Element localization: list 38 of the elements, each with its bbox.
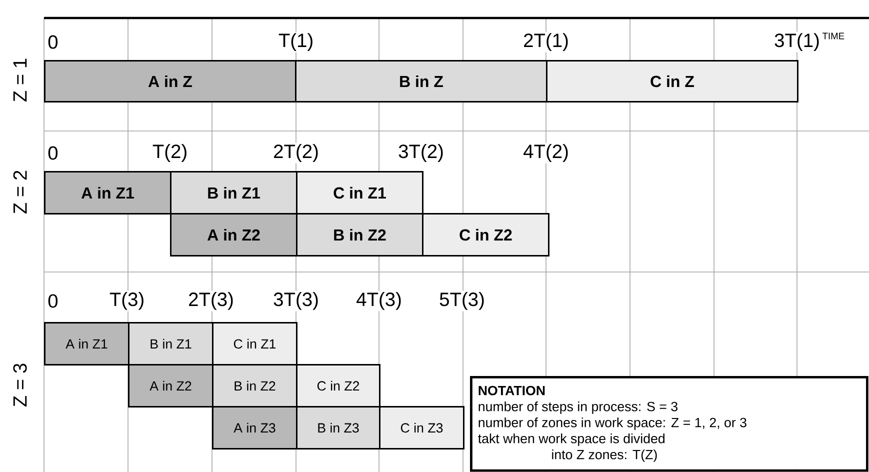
tick-label: 4T(3)	[354, 290, 404, 312]
tick-label: 3T(1)	[772, 32, 822, 52]
task-bar: B in Z2	[212, 364, 298, 408]
task-bar: C in Z2	[296, 364, 380, 408]
task-bar: C in Z1	[212, 322, 298, 366]
tick-label: 2T(3)	[186, 290, 236, 312]
tick-label: 2T(2)	[272, 142, 320, 164]
task-bar: A in Z2	[128, 364, 214, 408]
tick-label: T(3)	[108, 290, 146, 312]
task-bar: C in Z	[546, 60, 798, 102]
row-label: Z = 1	[13, 58, 27, 102]
tick-label: 0	[46, 292, 60, 310]
task-bar: B in Z3	[296, 406, 380, 450]
tick-label: T(2)	[151, 142, 189, 164]
task-bar: B in Z2	[296, 213, 424, 256]
task-bar: A in Z1	[44, 322, 130, 366]
task-bar: B in Z1	[128, 322, 214, 366]
task-bar: A in Z1	[44, 171, 172, 214]
row-label: Z = 3	[13, 364, 27, 407]
tick-label: 5T(3)	[438, 290, 486, 312]
tick-label: 0	[46, 34, 60, 50]
tick-label: 3T(2)	[396, 142, 446, 164]
tick-label: T(1)	[277, 32, 315, 52]
tick-label: 3T(3)	[272, 290, 320, 312]
task-bar: A in Z3	[212, 406, 298, 450]
task-bar: A in Z2	[170, 213, 298, 256]
task-bar: B in Z	[295, 60, 548, 102]
task-bar: C in Z1	[296, 171, 424, 214]
tick-label: 2T(1)	[522, 32, 570, 52]
task-bar: C in Z3	[379, 406, 464, 450]
row-label: Z = 2	[13, 170, 27, 214]
task-bar: A in Z	[44, 60, 296, 102]
tick-label: 0	[46, 144, 60, 162]
task-bar: C in Z2	[422, 213, 550, 256]
axis-label: TIME	[822, 32, 844, 40]
notation-box: NOTATION number of steps in process: S = 3 number of zones in work space: Z = 1, 2, or 3 takt when work space is divided into Z zones: T(Z)	[470, 376, 868, 472]
tick-label: 4T(2)	[522, 142, 570, 164]
task-bar: B in Z1	[170, 171, 298, 214]
